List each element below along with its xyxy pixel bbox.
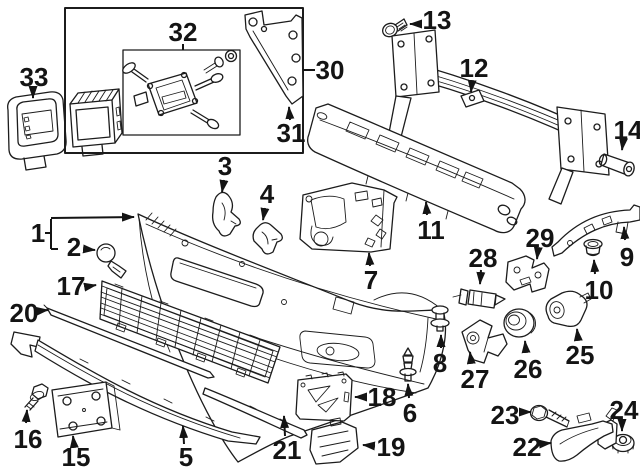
callout-17-arrow [83, 282, 97, 292]
callout-27-arrow [466, 351, 476, 365]
callout-3-label: 3 [218, 151, 232, 181]
callout-11-arrow [422, 201, 432, 216]
callout-5-arrow [179, 425, 189, 445]
callout-19-label: 19 [377, 432, 406, 462]
callout-10-arrow [590, 259, 600, 275]
callout-1-label: 1 [31, 218, 45, 248]
part-15-license-bracket [51, 381, 121, 438]
part-31-mounting-bracket [244, 10, 304, 105]
part-22-air-duct [550, 407, 618, 462]
callout-20-label: 20 [10, 298, 39, 328]
callout-16-label: 16 [14, 424, 43, 454]
callout-20-arrow [35, 306, 49, 316]
callout-26-label: 26 [514, 354, 543, 384]
callout-6-arrow [404, 383, 414, 399]
part-25-park-sensor [545, 290, 592, 328]
callout-14-label: 14 [614, 115, 640, 145]
callout-12-arrow [467, 79, 477, 93]
callout-8-label: 8 [433, 348, 447, 378]
callout-leaders [21, 19, 630, 451]
part-18-fog-bracket [295, 371, 353, 422]
callout-11-label: 11 [417, 215, 445, 245]
callout-7-label: 7 [364, 265, 378, 295]
part-12-impact-bar [387, 29, 610, 205]
callout-19-arrow [362, 441, 376, 451]
callout-22-label: 22 [513, 432, 542, 462]
callout-18-label: 18 [368, 382, 397, 412]
callout-9-arrow [620, 226, 630, 241]
callout-4-label: 4 [260, 179, 275, 209]
callout-9-label: 9 [620, 242, 634, 272]
callout-26-arrow [521, 340, 531, 354]
part-27-fog-bracket [461, 319, 508, 364]
control-module [69, 88, 123, 157]
callout-28-label: 28 [469, 243, 498, 273]
part-32-sensor-bracket [122, 49, 238, 130]
callout-25-label: 25 [566, 340, 595, 370]
part-8-rivet [430, 305, 450, 332]
part-26-fog-lamp [503, 308, 537, 338]
callout-14-arrow [619, 137, 628, 151]
kit-32-box-outline [122, 49, 241, 136]
callout-13-label: 13 [423, 5, 452, 35]
part-33-radar-cover [7, 91, 67, 171]
callout-30-label: 30 [316, 55, 345, 85]
callout-10-label: 10 [585, 275, 614, 305]
callout-28-arrow [476, 269, 486, 285]
callout-33-label: 33 [20, 62, 49, 92]
callout-4-arrow [260, 207, 270, 221]
callout-labels: 1 2 3 4 5 6 7 8 9 10 11 12 13 14 15 16 1… [10, 5, 640, 471]
callout-16-arrow [21, 409, 31, 424]
callout-1-bracket [45, 219, 58, 250]
callout-29-label: 29 [526, 223, 555, 253]
part-7-bracket-plate [299, 182, 398, 253]
part-11-energy-absorber [307, 103, 526, 234]
part-14-bolt [598, 153, 635, 177]
part-6-expansion-rivet [399, 347, 417, 382]
callout-7-arrow [365, 252, 375, 267]
callout-23-label: 23 [491, 400, 520, 430]
callout-27-label: 27 [461, 364, 490, 394]
callout-22-arrow [538, 439, 552, 449]
callout-31-label: 31 [277, 118, 306, 148]
callout-2-arrow [82, 244, 96, 254]
callout-21-label: 21 [273, 435, 302, 465]
part-23-bolt [529, 404, 570, 428]
part-19-fog-cover [309, 417, 359, 465]
callout-6-label: 6 [403, 398, 417, 428]
part-16-screw [24, 383, 49, 411]
part-4-bracket [252, 222, 283, 255]
part-5-spoiler-strip [10, 331, 261, 445]
callout-15-arrow [69, 435, 79, 449]
part-29-bracket [505, 255, 550, 293]
part-2-tow-hook-cover [96, 243, 127, 279]
part-17-center-grille [99, 280, 281, 384]
callout-5-label: 5 [179, 442, 193, 471]
callout-3-arrow [219, 179, 229, 193]
callout-24-label: 24 [610, 395, 639, 425]
callout-32-label: 32 [169, 17, 198, 47]
callout-15-label: 15 [62, 442, 91, 471]
callout-21-arrow [280, 415, 290, 437]
part-3-bracket [211, 191, 241, 237]
callout-31-arrow [285, 106, 295, 121]
part-28-sensor [452, 288, 506, 309]
callout-29-arrow [533, 246, 543, 260]
callout-17-label: 17 [57, 271, 86, 301]
callout-25-arrow [573, 328, 583, 342]
callout-12-label: 12 [460, 53, 489, 83]
callout-1-arrow [50, 212, 135, 222]
callout-2-label: 2 [67, 232, 81, 262]
part-10-grommet [583, 238, 603, 257]
